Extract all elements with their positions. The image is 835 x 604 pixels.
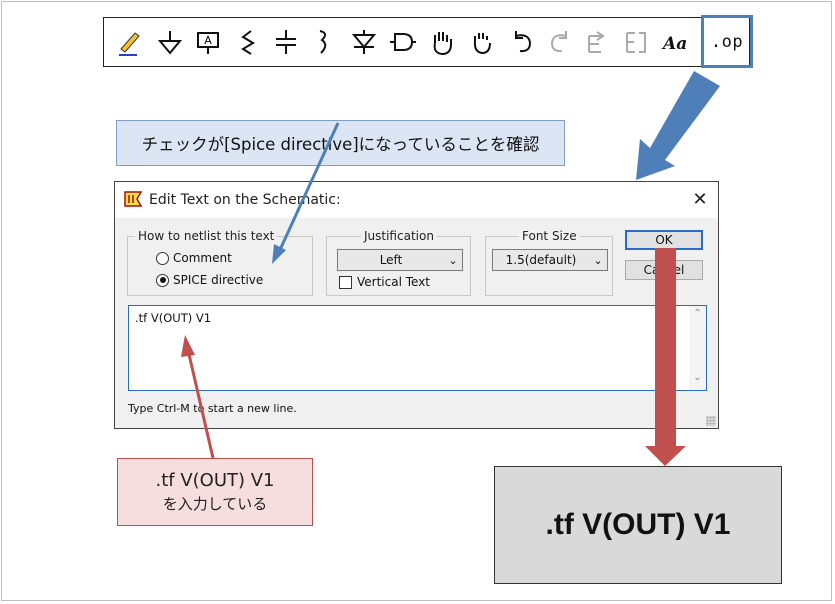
ltspice-toolbar: A Aa .op bbox=[103, 15, 753, 68]
label-icon[interactable]: A bbox=[192, 25, 224, 59]
font-size-label: Font Size bbox=[519, 229, 580, 243]
directive-text-input[interactable]: .tf V(OUT) V1 ⌃ ⌄ bbox=[128, 305, 707, 391]
dialog-title: Edit Text on the Schematic: bbox=[149, 192, 341, 208]
callout-check-spice-directive: チェックが[Spice directive]になっていることを確認 bbox=[116, 120, 565, 166]
justification-group: Justification Left ⌄ Vertical Text bbox=[326, 229, 471, 296]
justification-label: Justification bbox=[361, 229, 437, 243]
vertical-text-checkbox[interactable]: Vertical Text bbox=[339, 275, 430, 289]
radio-comment[interactable]: Comment bbox=[156, 251, 232, 265]
callout-input-text: .tf V(OUT) V1 を入力している bbox=[117, 458, 313, 526]
close-icon[interactable]: ✕ bbox=[692, 188, 708, 210]
drag-hand-icon[interactable] bbox=[466, 25, 498, 59]
edit-text-dialog: Edit Text on the Schematic: ✕ How to net… bbox=[114, 181, 719, 429]
op-label: .op bbox=[710, 31, 744, 52]
redo-icon[interactable] bbox=[544, 25, 576, 59]
diode-icon[interactable] bbox=[348, 25, 380, 59]
font-size-select[interactable]: 1.5(default) ⌄ bbox=[492, 249, 608, 271]
radio-spice-directive-label: SPICE directive bbox=[173, 273, 264, 287]
chevron-down-icon: ⌄ bbox=[448, 253, 458, 267]
directive-text-value: .tf V(OUT) V1 bbox=[135, 311, 212, 325]
move-hand-icon[interactable] bbox=[426, 25, 458, 59]
dialog-body: How to netlist this text Comment SPICE d… bbox=[115, 218, 718, 428]
rotate-icon[interactable] bbox=[582, 25, 614, 59]
radio-spice-directive[interactable]: SPICE directive bbox=[156, 273, 263, 287]
justification-select[interactable]: Left ⌄ bbox=[337, 249, 463, 271]
svg-text:Aa: Aa bbox=[661, 34, 687, 54]
pencil-icon[interactable] bbox=[114, 25, 146, 59]
spice-directive-op-button[interactable]: .op bbox=[701, 15, 753, 68]
ground-icon[interactable] bbox=[154, 25, 186, 59]
callout-red-line2: を入力している bbox=[162, 495, 268, 513]
capacitor-icon[interactable] bbox=[270, 25, 302, 59]
component-icon[interactable] bbox=[386, 25, 418, 59]
svg-text:A: A bbox=[204, 34, 212, 47]
callout-red-line1: .tf V(OUT) V1 bbox=[155, 470, 275, 491]
resistor-icon[interactable] bbox=[232, 25, 264, 59]
scroll-up-icon[interactable]: ⌃ bbox=[693, 308, 702, 319]
undo-icon[interactable] bbox=[506, 25, 538, 59]
font-size-group: Font Size 1.5(default) ⌄ bbox=[485, 229, 613, 296]
vertical-text-label: Vertical Text bbox=[357, 275, 431, 289]
justification-value: Left bbox=[379, 253, 403, 267]
radio-comment-label: Comment bbox=[173, 251, 232, 265]
callout-blue-text: チェックが[Spice directive]になっていることを確認 bbox=[141, 135, 540, 154]
textarea-scrollbar[interactable]: ⌃ ⌄ bbox=[689, 306, 706, 390]
result-box: .tf V(OUT) V1 bbox=[494, 466, 782, 584]
radio-comment-circle[interactable] bbox=[156, 251, 169, 265]
chevron-down-icon: ⌄ bbox=[593, 253, 603, 267]
resize-grip[interactable] bbox=[706, 416, 716, 426]
scroll-down-icon[interactable]: ⌄ bbox=[693, 372, 702, 383]
text-icon[interactable]: Aa bbox=[660, 25, 692, 59]
netlist-group: How to netlist this text Comment SPICE d… bbox=[127, 229, 313, 296]
radio-spice-directive-circle[interactable] bbox=[156, 273, 169, 287]
font-size-value: 1.5(default) bbox=[505, 253, 577, 267]
new-line-hint: Type Ctrl-M to start a new line. bbox=[128, 402, 297, 415]
inductor-icon[interactable] bbox=[308, 25, 340, 59]
ok-button[interactable]: OK bbox=[625, 230, 703, 250]
dialog-app-icon bbox=[123, 190, 143, 208]
vertical-text-box[interactable] bbox=[339, 275, 352, 289]
result-text: .tf V(OUT) V1 bbox=[545, 508, 731, 541]
mirror-icon[interactable] bbox=[620, 25, 652, 59]
netlist-group-label: How to netlist this text bbox=[135, 229, 278, 243]
cancel-button[interactable]: Cancel bbox=[625, 260, 703, 280]
